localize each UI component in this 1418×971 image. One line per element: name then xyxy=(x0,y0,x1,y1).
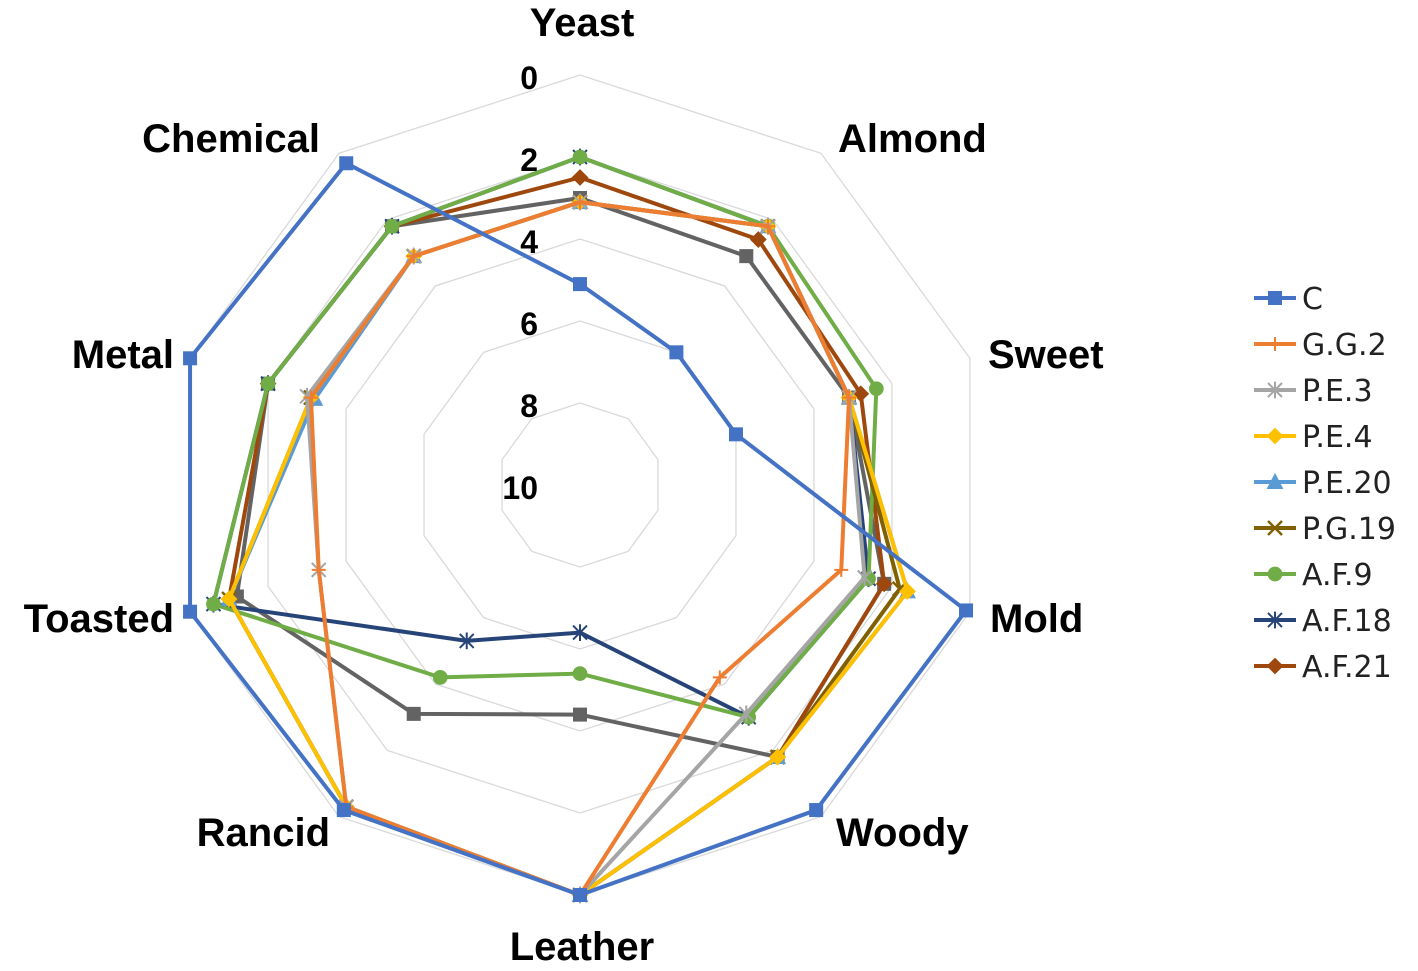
data-point-a-f-21-almond xyxy=(749,231,767,248)
legend-marker-a-f-9 xyxy=(1267,566,1283,582)
legend-label-a-f-9: A.F.9 xyxy=(1302,558,1373,593)
data-point-c-rancid xyxy=(336,803,351,818)
legend-marker-p-e-3 xyxy=(1267,381,1283,399)
axis-label-sweet: Sweet xyxy=(988,333,1104,377)
legend-label-a-f-18: A.F.18 xyxy=(1302,604,1392,639)
data-point-unlabeled-rancid xyxy=(406,706,421,721)
data-point-a-f-9-yeast xyxy=(572,149,588,165)
data-point-g-g-2-sweet xyxy=(842,390,857,405)
data-point-a-f-21-mold xyxy=(875,575,893,593)
legend-item-a-f-18: A.F.18 xyxy=(1254,604,1392,639)
legend-item-c: C xyxy=(1254,282,1323,317)
data-point-g-g-2-chemical xyxy=(406,249,421,264)
series-p-e-3 xyxy=(299,193,873,904)
legend-label-a-f-21: A.F.21 xyxy=(1302,650,1392,685)
data-point-p-e-4-toasted xyxy=(220,590,238,608)
data-point-p-e-3-mold xyxy=(856,569,873,586)
legend-label-c: C xyxy=(1302,282,1323,317)
data-series xyxy=(183,148,974,904)
data-point-g-g-2-woody xyxy=(712,670,727,685)
data-point-a-f-9-rancid xyxy=(432,670,448,685)
legend-item-g-g-2: G.G.2 xyxy=(1254,328,1387,363)
radial-tick-labels: 0 2 4 6 8 10 xyxy=(502,60,538,506)
series-a-f-9 xyxy=(206,149,884,725)
axis-label-leather: Leather xyxy=(510,925,655,969)
axis-label-yeast: Yeast xyxy=(530,1,635,45)
data-point-a-f-9-toasted xyxy=(206,596,221,612)
data-point-g-g-2-metal xyxy=(303,390,318,405)
legend-marker-p-e-20 xyxy=(1266,472,1284,489)
legend-marker-p-e-4 xyxy=(1266,427,1284,445)
tick-label: 8 xyxy=(520,388,538,424)
grid-ring xyxy=(267,156,893,814)
series-line-c xyxy=(188,161,969,897)
data-point-c-leather xyxy=(573,888,587,902)
legend-item-a-f-21: A.F.21 xyxy=(1254,650,1392,685)
legend-label-p-g-19: P.G.19 xyxy=(1302,512,1396,547)
series-line-g-g-2 xyxy=(308,200,852,897)
tick-label: 6 xyxy=(520,306,538,342)
legend-marker-c xyxy=(1268,291,1282,305)
legend-item-p-g-19: P.G.19 xyxy=(1254,512,1396,547)
data-point-a-f-9-leather xyxy=(572,666,588,681)
legend-marker-g-g-2 xyxy=(1268,337,1282,351)
axis-label-mold: Mold xyxy=(990,597,1083,641)
legend-label-p-e-3: P.E.3 xyxy=(1302,374,1373,409)
data-point-p-e-4-mold xyxy=(899,583,916,600)
axis-label-toasted: Toasted xyxy=(24,597,174,641)
axis-label-woody: Woody xyxy=(836,811,969,855)
tick-label: 2 xyxy=(520,142,538,178)
tick-label: 4 xyxy=(520,224,538,260)
grid-ring xyxy=(501,402,659,568)
legend-item-p-e-3: P.E.3 xyxy=(1254,374,1373,409)
data-point-g-g-2-mold xyxy=(834,562,849,577)
legend-label-g-g-2: G.G.2 xyxy=(1302,328,1387,363)
data-point-c-sweet xyxy=(728,427,743,442)
tick-label: 10 xyxy=(502,470,538,506)
axis-label-chemical: Chemical xyxy=(142,117,320,161)
legend-label-p-e-4: P.E.4 xyxy=(1302,420,1373,455)
data-point-p-e-3-woody xyxy=(738,705,754,723)
data-point-a-f-9-chemical xyxy=(384,218,400,234)
legend-item-p-e-20: P.E.20 xyxy=(1254,466,1392,501)
data-point-p-e-4-woody xyxy=(769,748,787,766)
legend-item-a-f-9: A.F.9 xyxy=(1254,558,1373,593)
data-point-g-g-2-yeast xyxy=(573,195,587,210)
data-point-g-g-2-almond xyxy=(760,219,775,234)
axis-label-rancid: Rancid xyxy=(197,811,330,855)
data-point-a-f-9-metal xyxy=(260,376,276,391)
data-point-c-woody xyxy=(809,803,824,818)
data-point-a-f-18-leather xyxy=(572,624,588,641)
data-point-g-g-2-toasted xyxy=(311,562,326,577)
series-c xyxy=(183,156,974,902)
data-point-a-f-18-rancid xyxy=(459,632,475,650)
data-point-a-f-21-yeast xyxy=(571,169,589,186)
data-point-c-almond xyxy=(669,345,684,360)
data-point-c-toasted xyxy=(183,604,198,619)
data-point-a-f-9-sweet xyxy=(868,381,884,397)
axis-label-metal: Metal xyxy=(72,333,174,377)
tick-label: 0 xyxy=(520,60,538,96)
legend-marker-a-f-18 xyxy=(1267,611,1283,629)
data-point-c-mold xyxy=(959,603,974,618)
data-point-unlabeled-almond xyxy=(739,249,754,264)
legend-marker-p-g-19 xyxy=(1267,520,1283,536)
legend-item-p-e-4: P.E.4 xyxy=(1254,420,1373,455)
data-point-c-metal xyxy=(183,351,198,366)
data-point-c-yeast xyxy=(573,277,587,292)
series-g-g-2 xyxy=(303,195,857,902)
series-p-e-20 xyxy=(220,193,916,902)
legend-marker-a-f-21 xyxy=(1266,657,1284,675)
data-point-c-chemical xyxy=(339,156,354,171)
grid-ring xyxy=(345,238,815,732)
data-point-unlabeled-leather xyxy=(573,707,587,722)
legend-label-p-e-20: P.E.20 xyxy=(1302,466,1392,501)
axis-label-almond: Almond xyxy=(838,117,987,161)
legend: C G.G.2P.E.3P.E.4P.E.20P.G.19A.F.9A.F.18A… xyxy=(1254,282,1396,685)
